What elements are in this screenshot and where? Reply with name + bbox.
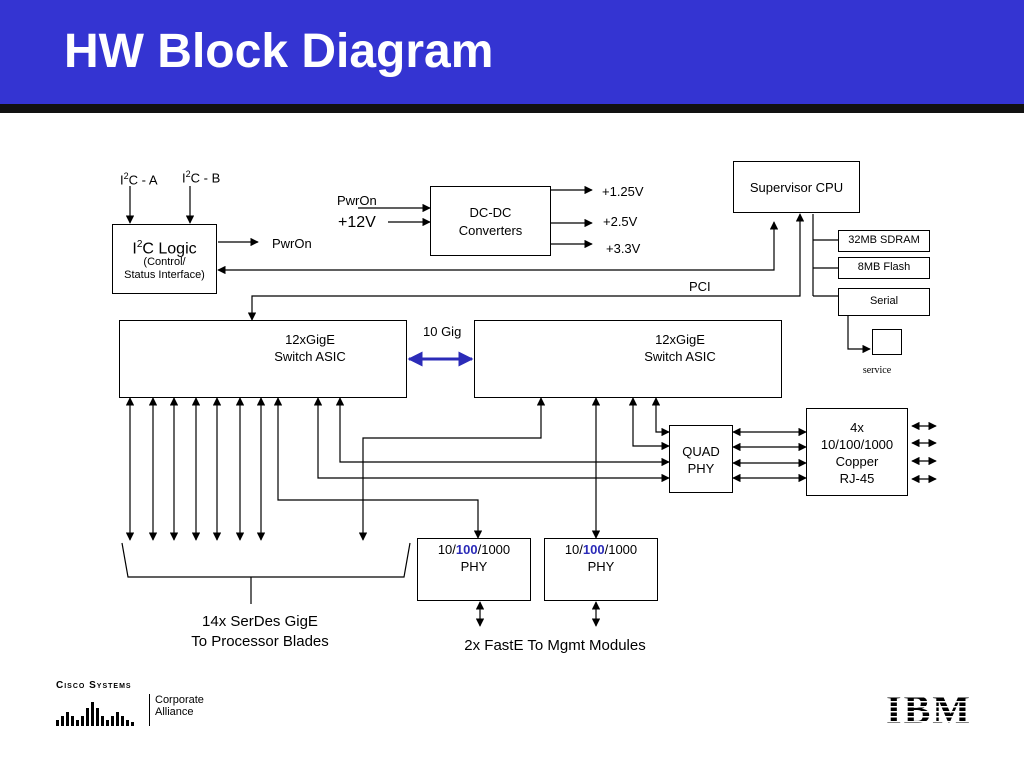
- cisco-wordmark: Cisco Systems: [56, 680, 132, 691]
- copper-block: [806, 408, 908, 496]
- copper-line1: 4x: [850, 420, 864, 435]
- phy2-line2: PHY: [587, 559, 615, 574]
- quad-phy-line1: QUAD: [682, 444, 720, 459]
- out-25-label: +2.5V: [603, 214, 638, 229]
- pci-label: PCI: [689, 279, 711, 294]
- service-label: service: [862, 365, 892, 376]
- i2c-logic-block: [112, 224, 217, 294]
- quad-phy-line2: PHY: [687, 461, 715, 476]
- sdram-block: [838, 230, 930, 252]
- cisco-bars-icon: [56, 702, 134, 726]
- title-bar: HW Block Diagram: [0, 0, 1024, 104]
- phy1-line1: 10/100/1000: [437, 542, 511, 557]
- phy2-block: [544, 538, 658, 601]
- out-33-label: +3.3V: [606, 241, 641, 256]
- alliance-line2: Alliance: [155, 706, 194, 718]
- divider: [149, 694, 150, 726]
- copper-line4: RJ-45: [839, 471, 875, 486]
- phy2-line1: 10/100/1000: [564, 542, 638, 557]
- flash-block: [838, 257, 930, 279]
- i2c-logic-line2: Status Interface): [124, 269, 205, 281]
- flash-label: 8MB Flash: [857, 261, 911, 273]
- pwron-out-label: PwrOn: [272, 236, 312, 251]
- supervisor-cpu-block: [733, 161, 860, 213]
- serial-block: [838, 288, 930, 316]
- cisco-logo: Cisco Systems Corporate Alliance: [56, 680, 206, 728]
- serial-label: Serial: [869, 295, 899, 307]
- dcdc-block: [430, 186, 551, 256]
- quad-phy-block: [669, 425, 733, 493]
- copper-line2: 10/100/1000: [820, 437, 894, 452]
- i2c-b-label: I2C - B: [182, 169, 221, 186]
- asic-right-line2: Switch ASIC: [644, 349, 716, 364]
- ten-gig-label: 10 Gig: [423, 324, 462, 339]
- copper-line3: Copper: [835, 454, 879, 469]
- serial-service-wire: [847, 316, 871, 354]
- ibm-wordmark: IBM: [886, 687, 972, 732]
- faste-label: 2x FastE To Mgmt Modules: [464, 637, 646, 654]
- asic-left-line1: 12xGigE: [285, 332, 335, 347]
- ibm-logo: IBM: [886, 687, 982, 732]
- asic-right-block: [474, 320, 782, 398]
- i2c-logic-line1: (Control/: [143, 256, 186, 268]
- i2c-a-label: I2C - A: [120, 171, 158, 188]
- slide-title: HW Block Diagram: [64, 25, 494, 78]
- phy1-block: [417, 538, 531, 601]
- service-port: [872, 329, 902, 355]
- supervisor-cpu-label: Supervisor CPU: [749, 180, 844, 195]
- serdes-bracket: [121, 542, 411, 578]
- out-125-label: +1.25V: [602, 184, 644, 199]
- asic-left-line2: Switch ASIC: [274, 349, 346, 364]
- phy1-line2: PHY: [460, 559, 488, 574]
- serdes-line1: 14x SerDes GigE: [202, 613, 318, 630]
- dcdc-pwron-label: PwrOn: [337, 193, 377, 208]
- ibm-stripes: [886, 696, 976, 723]
- asic-left-block: [119, 320, 407, 398]
- sdram-label: 32MB SDRAM: [848, 234, 920, 246]
- title-rule: [0, 104, 1024, 113]
- asic-right-line1: 12xGigE: [655, 332, 705, 347]
- alliance-line1: Corporate: [155, 694, 204, 706]
- pci-wire: [247, 213, 805, 321]
- dcdc-line1: DC-DC: [469, 205, 512, 220]
- dcdc-input-label: +12V: [338, 214, 376, 231]
- dcdc-line2: Converters: [458, 223, 523, 238]
- serdes-line2: To Processor Blades: [191, 633, 329, 650]
- i2c-logic-title: I2C Logic: [132, 239, 197, 258]
